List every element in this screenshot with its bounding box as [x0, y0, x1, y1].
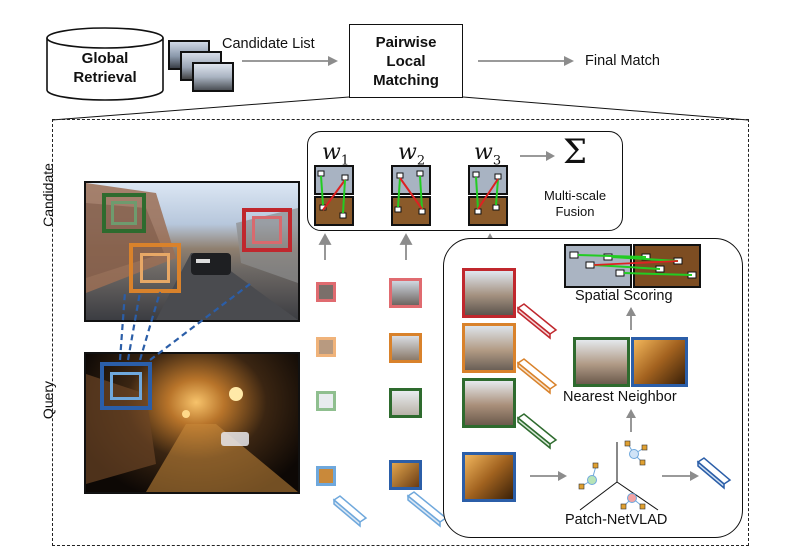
medium-descriptor-icon — [406, 491, 448, 528]
spatial-scoring-label: Spatial Scoring — [575, 288, 673, 304]
pairwise-detail-container — [52, 119, 749, 546]
weight-w2-symbol: w — [398, 140, 417, 165]
candidate-patch-orange-inner — [140, 253, 170, 283]
weight-w2-subscript: 2 — [416, 153, 426, 169]
arrow-to-pairwise-icon — [242, 56, 338, 66]
candidate-patch-orange — [129, 243, 181, 293]
arrow-to-sum-icon — [520, 151, 555, 161]
weight-w2-label: w2 — [398, 140, 425, 168]
large-patch-orange — [462, 323, 516, 373]
candidate-patch-red — [242, 208, 292, 252]
candidate-list-thumbnail-3 — [192, 62, 234, 92]
weight-w3-symbol: w — [474, 140, 493, 165]
small-patch-red — [316, 282, 336, 302]
small-patch-green — [316, 391, 336, 411]
scale-1-matching-pair — [314, 165, 354, 226]
arrow-to-netvlad-icon — [530, 471, 567, 481]
large-patch-red — [462, 268, 516, 318]
spatial-scoring-pair — [564, 244, 701, 288]
zoom-lines — [51, 96, 749, 121]
query-patch-blue-inner — [110, 372, 142, 400]
global-retrieval-label: Global Retrieval — [73, 50, 137, 86]
scale-3-matching-pair — [468, 165, 508, 226]
global-retrieval-database-icon — [46, 27, 164, 101]
patch-netvlad-cluster-icon — [578, 440, 659, 511]
candidate-patch-green — [102, 193, 146, 233]
nearest-neighbor-label: Nearest Neighbor — [563, 389, 677, 405]
weight-w1-symbol: w — [322, 140, 341, 165]
large-descriptor-red-icon — [516, 303, 558, 340]
sum-symbol: Σ — [563, 132, 588, 172]
weight-w3-subscript: 3 — [492, 153, 502, 169]
multiscale-fusion-label: Multi-scale Fusion — [543, 188, 607, 219]
large-descriptor-orange-icon — [516, 358, 558, 395]
small-descriptor-icon — [332, 495, 368, 528]
medium-patch-orange — [389, 333, 422, 363]
multiscale-fusion-box — [307, 131, 623, 231]
large-patch-blue — [462, 452, 516, 502]
final-match-label: Final Match — [585, 53, 660, 69]
arrow-to-spatial-scoring-icon — [626, 307, 636, 330]
weight-w1-label: w1 — [322, 140, 349, 168]
arrow-to-final-match-icon — [478, 56, 574, 66]
weight-w1-subscript: 1 — [340, 153, 350, 169]
patch-netvlad-label: Patch-NetVLAD — [565, 512, 668, 528]
small-patch-orange — [316, 337, 336, 357]
arrow-to-nearest-neighbor-icon — [626, 409, 636, 432]
large-descriptor-green-icon — [516, 413, 558, 450]
output-descriptor-icon — [696, 457, 732, 490]
medium-patch-blue — [389, 460, 422, 490]
large-patch-green — [462, 378, 516, 428]
small-patch-blue — [316, 466, 336, 486]
candidate-patch-green-inner — [111, 201, 137, 225]
candidate-scene-illustration — [86, 183, 298, 320]
scale-2-matching-pair — [391, 165, 431, 226]
medium-patch-red — [389, 278, 422, 308]
pairwise-local-matching-box: Pairwise Local Matching — [349, 24, 463, 98]
medium-patch-green — [389, 388, 422, 418]
candidate-patch-red-inner — [252, 216, 282, 244]
weight-w3-label: w3 — [474, 140, 501, 168]
query-scene-illustration — [86, 374, 298, 492]
arrow-to-output-descriptor-icon — [662, 471, 699, 481]
query-image — [84, 352, 300, 494]
query-patch-blue — [100, 362, 152, 410]
candidate-list-label: Candidate List — [222, 36, 315, 52]
nearest-neighbor-query-patch — [631, 337, 688, 387]
nearest-neighbor-candidate-patch — [573, 337, 630, 387]
